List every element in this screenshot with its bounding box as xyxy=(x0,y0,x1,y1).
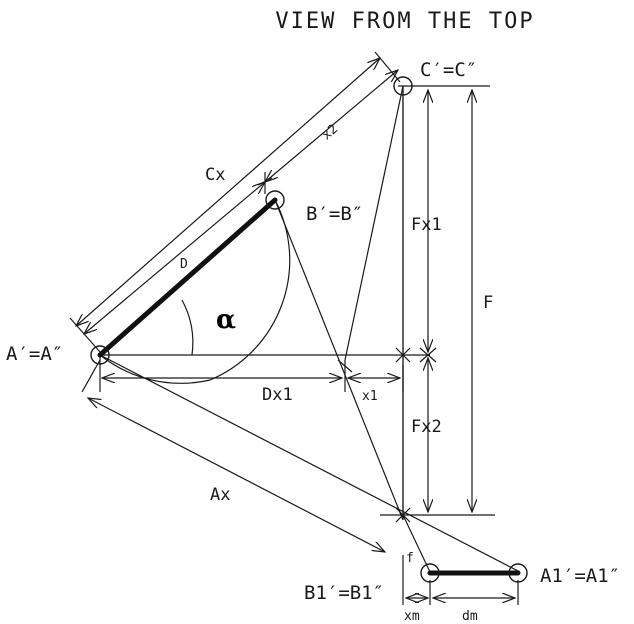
diagram-title: VIEW FROM THE TOP xyxy=(275,9,534,34)
label-f-small: f xyxy=(406,551,414,566)
ext-cx-c xyxy=(374,51,401,83)
label-x1: x1 xyxy=(362,389,378,404)
dim-cx-inner xyxy=(84,182,265,334)
point-c-circle xyxy=(393,76,413,96)
label-point-c: C′=C″ xyxy=(420,59,477,81)
label-fx2: Fx2 xyxy=(411,417,442,437)
label-point-a1: A1′=A1″ xyxy=(540,565,620,587)
label-dm: dm xyxy=(462,609,478,624)
line-b-to-intersection xyxy=(274,199,404,521)
ext-ax-a xyxy=(81,359,101,393)
ext-cx-a xyxy=(69,317,101,353)
construction-arc xyxy=(99,199,291,384)
point-b-circle xyxy=(265,190,285,210)
label-segment-d: D xyxy=(180,257,188,272)
label-fx1: Fx1 xyxy=(411,215,442,235)
label-point-a: A′=A″ xyxy=(6,343,63,365)
label-point-b: B′=B″ xyxy=(306,203,363,225)
construction-lines xyxy=(99,85,521,605)
line-intersection-to-b1 xyxy=(402,514,431,573)
label-point-b1: B1′=B1″ xyxy=(304,582,384,604)
angle-arc xyxy=(181,299,194,356)
point-b1-circle xyxy=(420,563,440,583)
dimension-lines xyxy=(69,51,515,598)
label-dx1: Dx1 xyxy=(262,385,293,405)
tick-marks xyxy=(257,172,437,523)
point-a-circle xyxy=(90,345,110,365)
segment-ab xyxy=(97,197,278,358)
label-ax: Ax xyxy=(210,485,230,505)
label-alpha: α xyxy=(216,305,236,335)
line-a-to-b1 xyxy=(99,354,521,573)
dim-x2 xyxy=(265,70,398,182)
label-xm: xm xyxy=(404,609,420,624)
label-cx: Cx xyxy=(205,165,225,185)
dim-ax xyxy=(88,398,385,552)
dim-cx xyxy=(76,58,380,326)
label-f: F xyxy=(483,293,493,313)
point-a1-circle xyxy=(508,563,528,583)
label-x2: x2 xyxy=(319,122,341,144)
